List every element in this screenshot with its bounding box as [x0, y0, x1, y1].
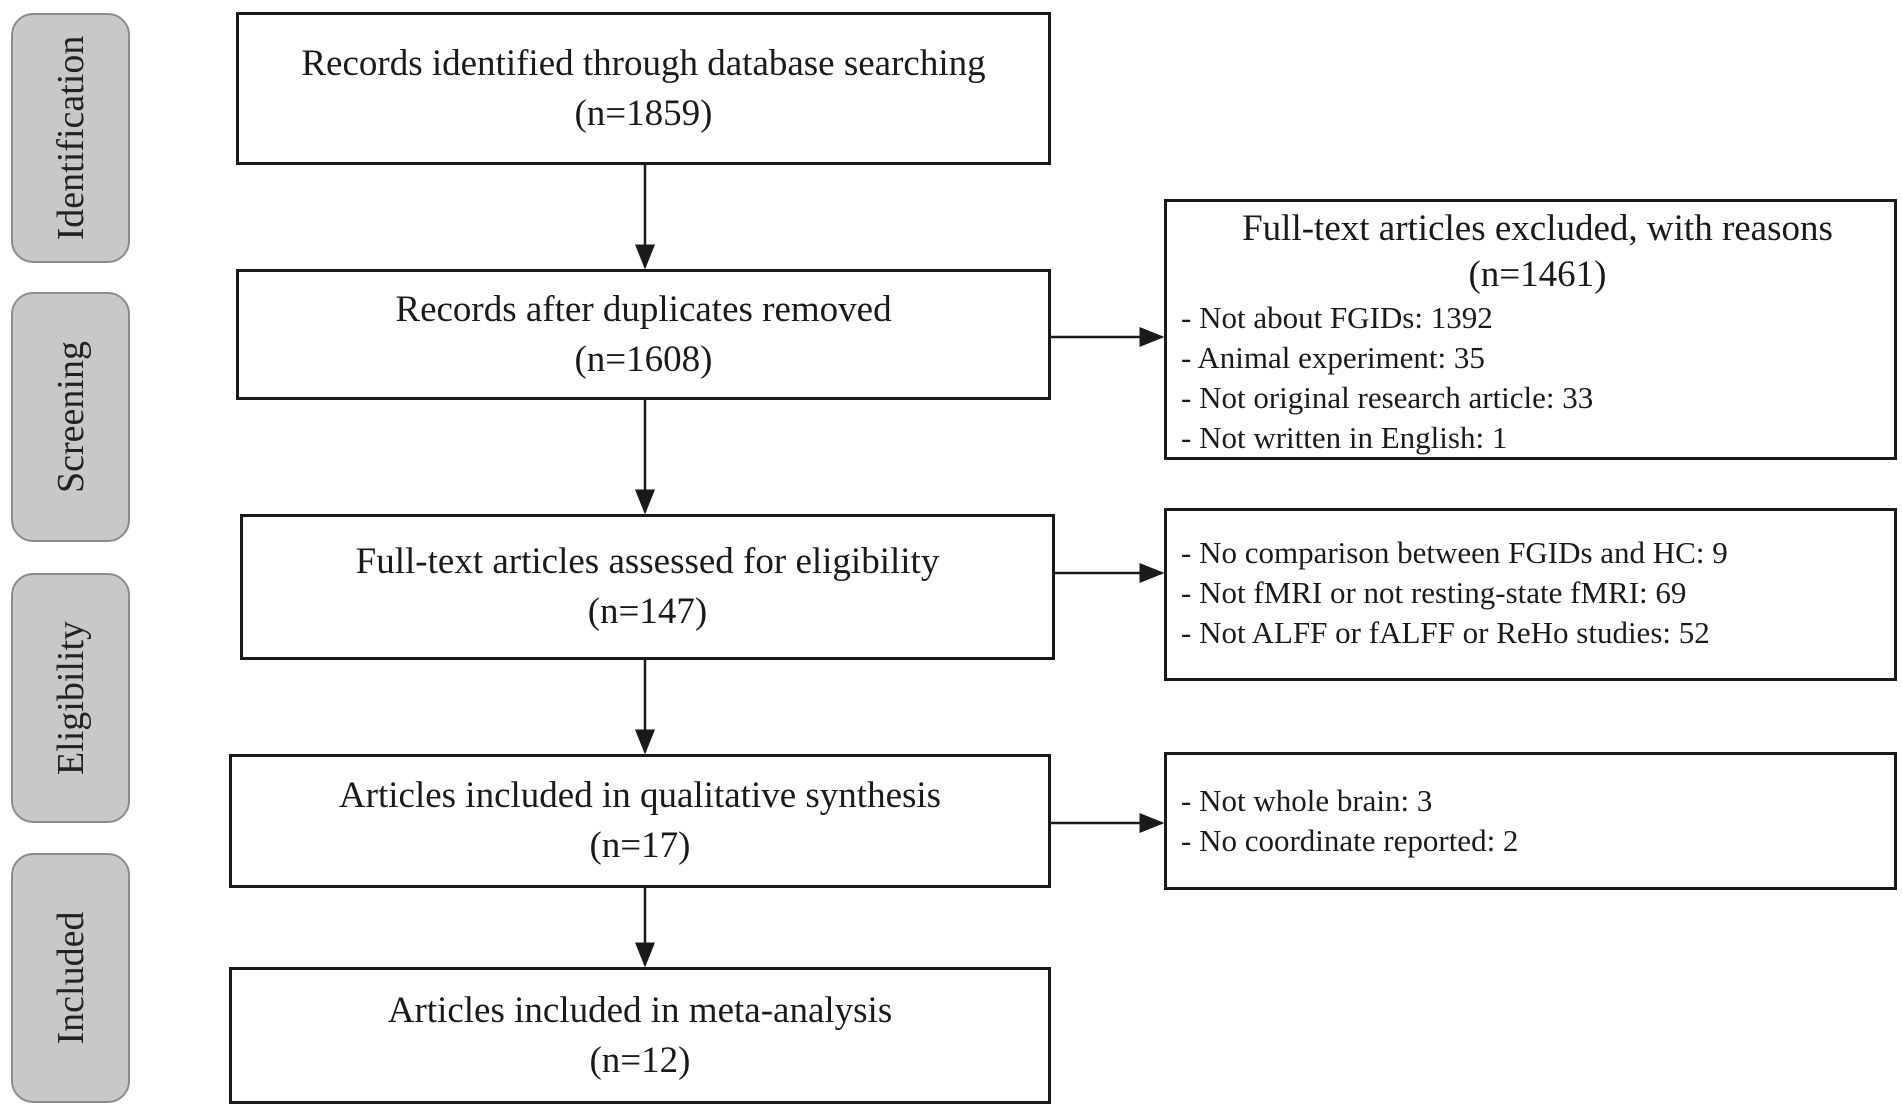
stage-screening: Screening: [11, 292, 130, 542]
records-deduplicated-title: Records after duplicates removed: [395, 288, 892, 330]
exclusion-reason: - No coordinate reported: 2: [1181, 823, 1519, 858]
records-deduplicated-count: (n=1608): [574, 338, 713, 380]
records-identified-count: (n=1859): [574, 92, 713, 134]
box-exclusion-eligibility: - No comparison between FGIDs and HC: 9 …: [1164, 508, 1897, 681]
qualitative-synthesis-count: (n=17): [589, 825, 691, 866]
stage-eligibility-label: Eligibility: [49, 620, 92, 776]
exclusion-reason: - Animal experiment: 35: [1181, 340, 1485, 375]
articles-assessed-count: (n=147): [587, 591, 708, 632]
exclusion-reason: - Not fMRI or not resting-state fMRI: 69: [1181, 575, 1687, 610]
exclusion-screening-count: (n=1461): [1468, 254, 1607, 295]
exclusion-reason: - Not original research article: 33: [1181, 380, 1594, 415]
box-qualitative-synthesis: Articles included in qualitative synthes…: [229, 754, 1051, 888]
exclusion-reason: - Not ALFF or fALFF or ReHo studies: 52: [1181, 615, 1710, 650]
stage-screening-label: Screening: [49, 341, 92, 493]
stage-eligibility: Eligibility: [11, 573, 130, 823]
articles-assessed-title: Full-text articles assessed for eligibil…: [355, 541, 940, 582]
meta-analysis-title: Articles included in meta-analysis: [387, 989, 893, 1031]
box-records-identified: Records identified through database sear…: [236, 12, 1051, 165]
exclusion-reason: - Not about FGIDs: 1392: [1181, 300, 1493, 335]
box-articles-assessed: Full-text articles assessed for eligibil…: [240, 514, 1055, 660]
exclusion-screening-title: Full-text articles excluded, with reason…: [1242, 208, 1833, 249]
exclusion-reason: - Not written in English: 1: [1181, 420, 1508, 455]
box-exclusion-screening: Full-text articles excluded, with reason…: [1164, 199, 1897, 460]
box-exclusion-qualitative: - Not whole brain: 3 - No coordinate rep…: [1164, 752, 1897, 890]
exclusion-reason: - No comparison between FGIDs and HC: 9: [1181, 535, 1728, 570]
qualitative-synthesis-title: Articles included in qualitative synthes…: [338, 775, 942, 816]
box-meta-analysis: Articles included in meta-analysis (n=12…: [229, 967, 1051, 1104]
exclusion-reason: - Not whole brain: 3: [1181, 783, 1433, 818]
stage-included-label: Included: [49, 911, 92, 1045]
records-identified-title: Records identified through database sear…: [301, 42, 986, 84]
box-records-deduplicated: Records after duplicates removed (n=1608…: [236, 269, 1051, 400]
stage-identification-label: Identification: [49, 35, 92, 241]
meta-analysis-count: (n=12): [589, 1039, 691, 1081]
stage-identification: Identification: [11, 13, 130, 263]
stage-included: Included: [11, 853, 130, 1103]
